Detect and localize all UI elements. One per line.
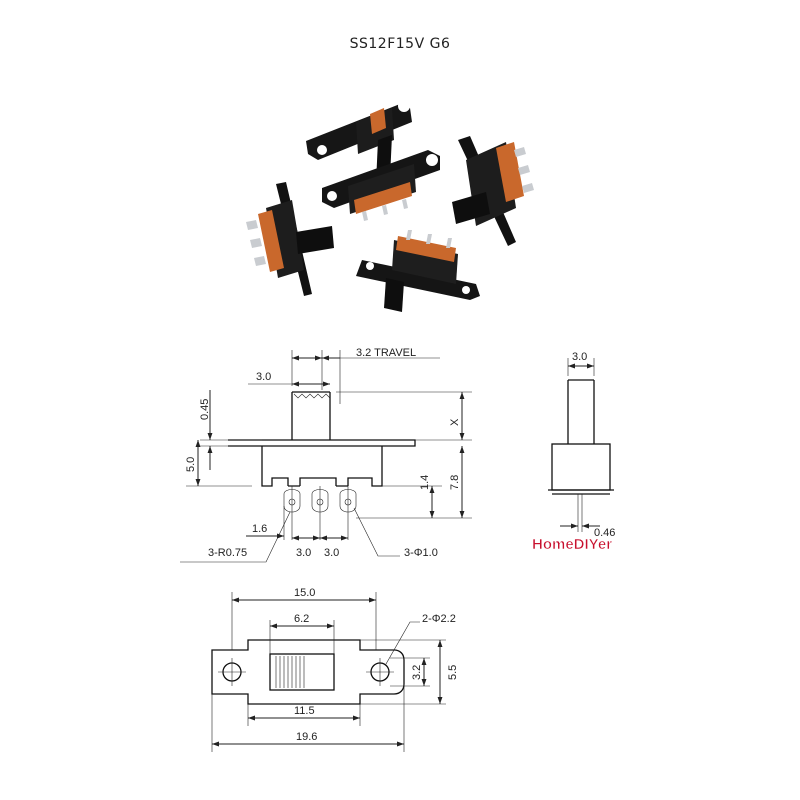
- dim-holes: 3-Φ1.0: [404, 547, 438, 559]
- dim-frame-height: 5.5: [447, 665, 459, 680]
- dim-radius: 3-R0.75: [208, 547, 247, 559]
- product-photo: [246, 100, 534, 312]
- dim-end-width: 3.0: [572, 351, 587, 363]
- dim-pitch-b: 3.0: [324, 547, 339, 559]
- dim-total-length: 19.6: [296, 731, 317, 743]
- side-view-drawing: [180, 350, 472, 563]
- diagram-title: SS12F15V G6: [349, 36, 451, 52]
- dim-pitch-a: 3.0: [296, 547, 311, 559]
- dim-knob-length: 6.2: [294, 613, 309, 625]
- dim-pin-thickness: 0.46: [594, 527, 615, 539]
- switch-photo-2: [322, 150, 440, 221]
- switch-photo-5: [356, 230, 480, 312]
- dim-overall: 7.8: [449, 475, 461, 490]
- dim-mount-holes: 2-Φ2.2: [422, 613, 456, 625]
- dim-frame: 5.0: [185, 457, 197, 472]
- top-view-drawing: [211, 592, 446, 752]
- dim-height-x: X: [449, 418, 461, 426]
- dim-travel: 3.2 TRAVEL: [356, 347, 416, 359]
- switch-photo-4: [246, 182, 334, 296]
- switch-photo-3: [452, 136, 534, 246]
- dim-hole-pitch: 11.5: [294, 705, 315, 717]
- switch-photo-1: [306, 100, 412, 183]
- dim-pin-len: 1.4: [419, 475, 431, 490]
- dim-slot-height: 3.2: [411, 665, 423, 680]
- dim-frame-length: 15.0: [294, 587, 315, 599]
- end-view-drawing: [548, 358, 614, 532]
- dim-pin-offset: 1.6: [252, 523, 267, 535]
- watermark-text: HomeDIYer: [532, 536, 612, 553]
- dim-knob-tip: 0.45: [199, 399, 211, 420]
- dim-knob-width: 3.0: [256, 371, 271, 383]
